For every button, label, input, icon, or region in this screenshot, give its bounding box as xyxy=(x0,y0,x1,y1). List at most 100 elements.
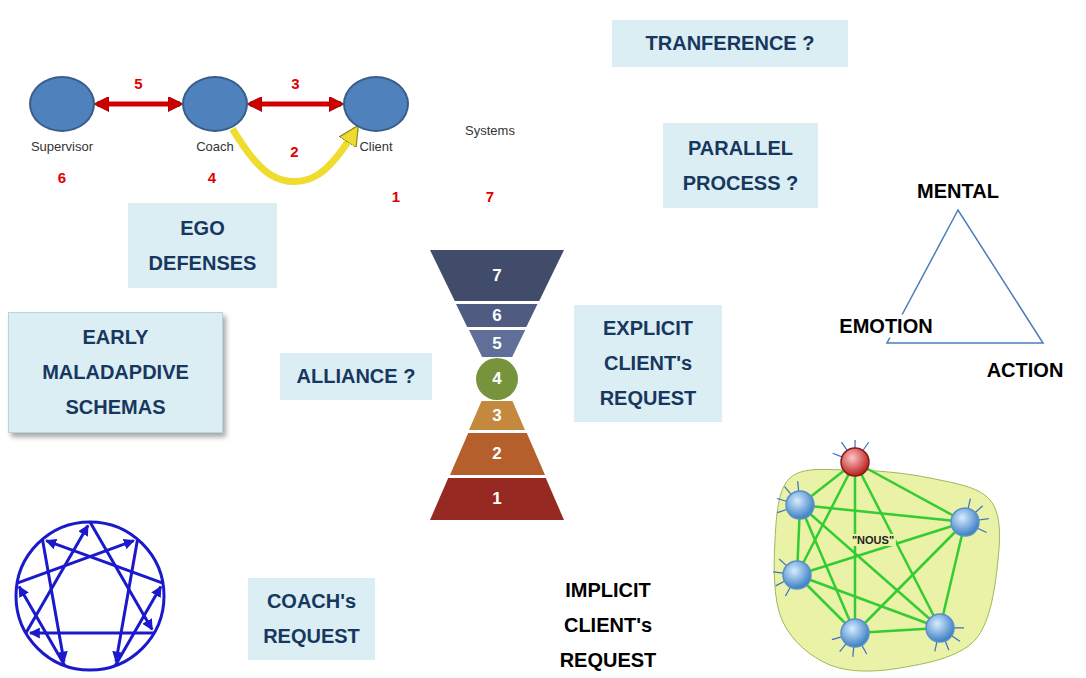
network-spike xyxy=(840,644,846,652)
network-spike xyxy=(779,559,786,566)
hourglass-band: 3 xyxy=(469,401,525,430)
network-spike xyxy=(968,499,970,509)
node-text: ALLIANCE ? xyxy=(297,359,416,394)
callout-number: 7 xyxy=(486,188,494,205)
concept-box: PARALLEL PROCESS ? xyxy=(663,123,818,208)
systems-oval: Systems Client xyxy=(303,20,617,186)
hourglass-band: 2 xyxy=(450,433,545,475)
hourglass-band: 7 xyxy=(430,250,564,301)
network-link xyxy=(854,462,857,633)
node-text: Systems xyxy=(465,123,515,138)
text-anchor: "NOUS" xyxy=(850,534,896,546)
network-link xyxy=(797,575,940,628)
diagram-label: ACTION xyxy=(987,359,1064,382)
node-text: 7 xyxy=(492,266,501,286)
concept-box: COACH's REQUEST xyxy=(248,578,375,660)
diagram-label: IMPLICIT CLIENT's REQUEST xyxy=(543,573,673,678)
network-spike xyxy=(773,572,783,573)
node-text: Coach xyxy=(196,139,234,154)
network-spike xyxy=(852,647,854,657)
network-spike xyxy=(952,636,960,642)
network-spike xyxy=(975,506,982,513)
band-fill xyxy=(456,304,538,327)
enneagram-line xyxy=(90,522,152,630)
network-spike xyxy=(832,637,842,640)
node-text: 1 xyxy=(492,489,501,509)
network-spike xyxy=(863,442,869,450)
label-anchor: 7 xyxy=(486,188,494,205)
supervisor-circle: Supervisor xyxy=(2,76,122,154)
network-spike xyxy=(945,641,949,650)
network-spike xyxy=(854,440,855,448)
network-person xyxy=(786,491,814,519)
network-spike xyxy=(979,519,989,520)
connector-arrow xyxy=(97,102,180,107)
node-text: 4 xyxy=(492,369,501,389)
label-anchor: EMOTION xyxy=(836,315,935,338)
network-shape xyxy=(765,440,1010,675)
connector-arrow xyxy=(232,129,356,182)
enneagram-circle xyxy=(16,522,164,670)
concept-box: ALLIANCE ? xyxy=(280,353,432,400)
diagram-label: MENTAL xyxy=(917,180,999,203)
concept-box: TRANFERENCE ? xyxy=(612,20,848,67)
label-anchor: 6 xyxy=(58,169,66,186)
edge-number: 3 xyxy=(291,75,299,92)
circle-shape xyxy=(343,76,409,132)
network-spike xyxy=(954,627,964,628)
node-text: COACH's REQUEST xyxy=(259,584,364,654)
label-anchor: ACTION xyxy=(987,359,1064,382)
node-text: 6 xyxy=(492,306,501,326)
hourglass-band: 1 xyxy=(430,478,564,520)
enneagram-line xyxy=(30,632,154,635)
network-person xyxy=(841,619,869,647)
concept-box: EGO DEFENSES xyxy=(128,203,277,288)
node-text: EGO DEFENSES xyxy=(145,211,260,281)
label-anchor: MENTAL xyxy=(917,180,999,203)
band-fill xyxy=(450,433,545,475)
label-anchor: 3 xyxy=(291,75,299,92)
network-spike xyxy=(862,645,867,654)
network-spike xyxy=(978,528,987,532)
network-area xyxy=(774,469,999,671)
hourglass-band: 5 xyxy=(469,330,525,357)
diagram-label: EMOTION xyxy=(836,315,935,338)
network-spike xyxy=(776,581,785,586)
node-text: Supervisor xyxy=(31,139,93,154)
client-circle: Client xyxy=(316,76,436,154)
edge-number: 2 xyxy=(290,142,298,159)
network-spike xyxy=(935,642,937,652)
text-anchor: Systems xyxy=(465,123,515,138)
network-spike xyxy=(777,498,787,501)
band-fill xyxy=(469,401,525,430)
circle-shape xyxy=(29,76,95,132)
network-spike xyxy=(785,487,791,495)
band-fill xyxy=(430,478,564,520)
node-text: 3 xyxy=(492,406,501,426)
label-anchor: 1 xyxy=(392,188,400,205)
edge-number: 5 xyxy=(134,75,142,92)
network-person xyxy=(926,614,954,642)
network-spike xyxy=(797,481,799,491)
network-spike xyxy=(785,587,790,596)
hourglass-band: 6 xyxy=(456,304,538,327)
network-person xyxy=(783,561,811,589)
oval-core xyxy=(317,34,603,176)
network-link xyxy=(940,522,965,628)
enneagram-line xyxy=(115,587,161,666)
label-anchor: 2 xyxy=(290,142,298,159)
hourglass-center: 4 xyxy=(476,358,518,400)
network-spike xyxy=(833,453,842,457)
node-text: EXPLICIT CLIENT's REQUEST xyxy=(591,311,706,416)
label-anchor: 4 xyxy=(208,169,216,186)
oval-ring xyxy=(305,22,615,184)
band-fill xyxy=(469,330,525,357)
node-text: 5 xyxy=(492,334,501,354)
enneagram-line xyxy=(26,525,88,633)
callout-number: 1 xyxy=(392,188,400,205)
network-spike xyxy=(777,509,786,512)
label-anchor: 5 xyxy=(134,75,142,92)
node-text: PARALLEL PROCESS ? xyxy=(678,131,803,201)
node-text: TRANFERENCE ? xyxy=(646,26,815,61)
coach-circle: Coach xyxy=(155,76,275,154)
